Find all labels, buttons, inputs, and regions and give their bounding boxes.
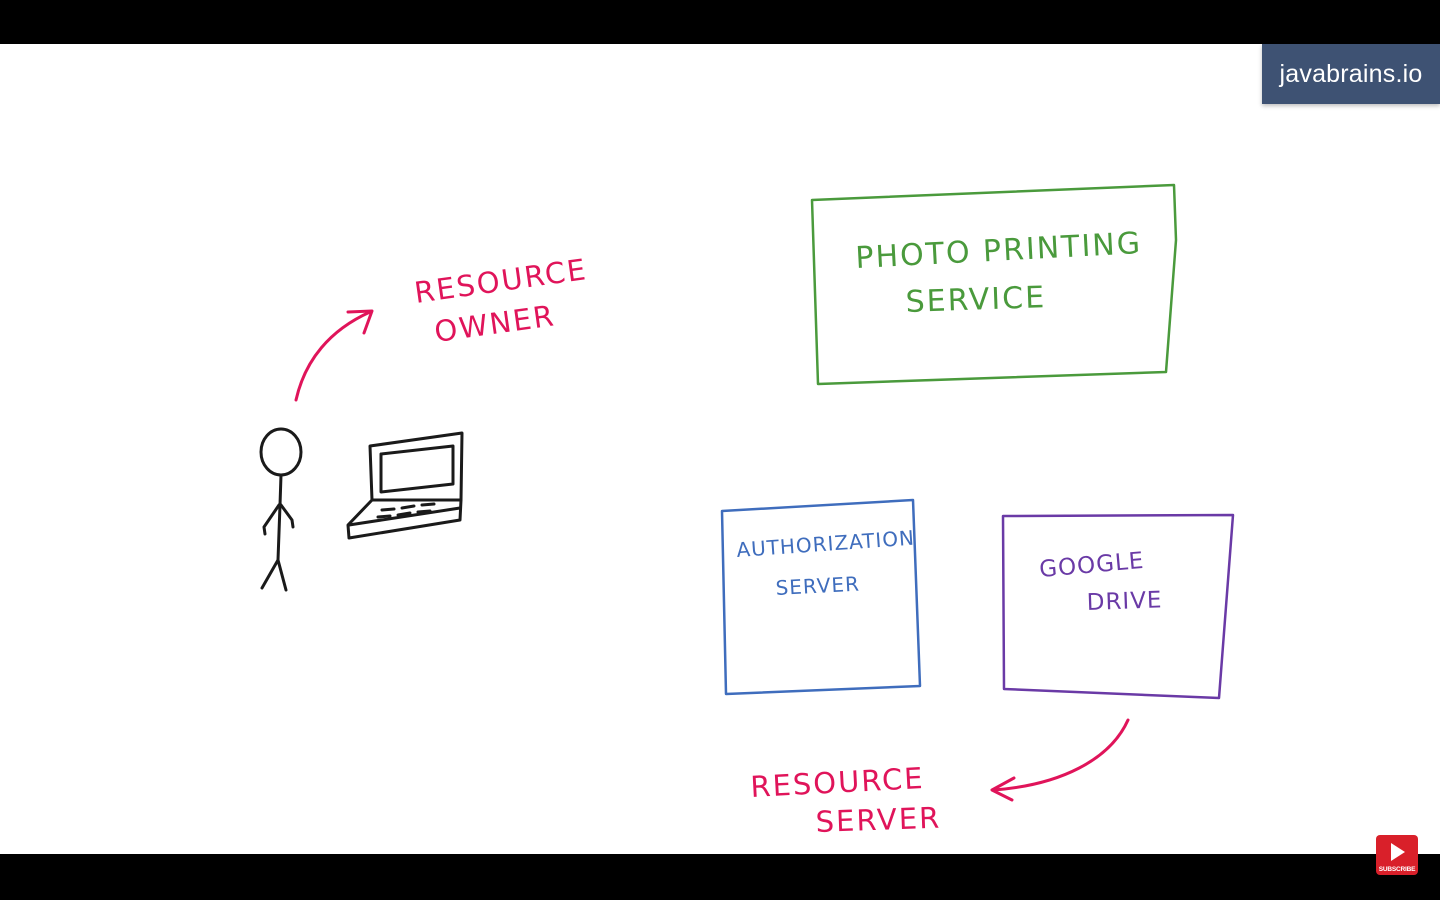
youtube-play-icon — [1391, 843, 1405, 861]
resource-owner-line1: RESOURCE — [412, 252, 589, 310]
subscribe-label: SUBSCRIBE — [1378, 866, 1416, 873]
javabrains-brand-badge[interactable]: javabrains.io — [1262, 44, 1440, 104]
authorization-server-box: AUTHORIZATION SERVER — [720, 498, 922, 696]
resource-server-line1: RESOURCE — [750, 761, 926, 804]
subscribe-button[interactable]: SUBSCRIBE — [1376, 835, 1418, 875]
resource-server-arrow — [990, 718, 1130, 802]
google-drive-box: GOOGLE DRIVE — [1001, 513, 1235, 700]
google-drive-line1: GOOGLE — [1038, 548, 1145, 583]
resource-owner-line2: OWNER — [432, 298, 557, 349]
whiteboard-canvas — [0, 44, 1440, 854]
resource-owner-label: RESOURCE OWNER — [412, 252, 589, 349]
photo-printing-service-box: PHOTO PRINTING SERVICE — [810, 183, 1178, 386]
photo-printing-service-line1: PHOTO PRINTING — [855, 226, 1143, 276]
resource-server-label: RESOURCE SERVER — [750, 761, 942, 839]
photo-printing-service-line2: SERVICE — [905, 280, 1047, 320]
authorization-server-line1: AUTHORIZATION — [736, 526, 916, 562]
resource-owner-arrow — [294, 309, 374, 402]
laptop-icon — [346, 431, 464, 540]
resource-server-line2: SERVER — [815, 801, 942, 839]
authorization-server-line2: SERVER — [775, 572, 860, 600]
stick-figure-icon — [259, 427, 303, 592]
google-drive-line2: DRIVE — [1086, 587, 1163, 616]
